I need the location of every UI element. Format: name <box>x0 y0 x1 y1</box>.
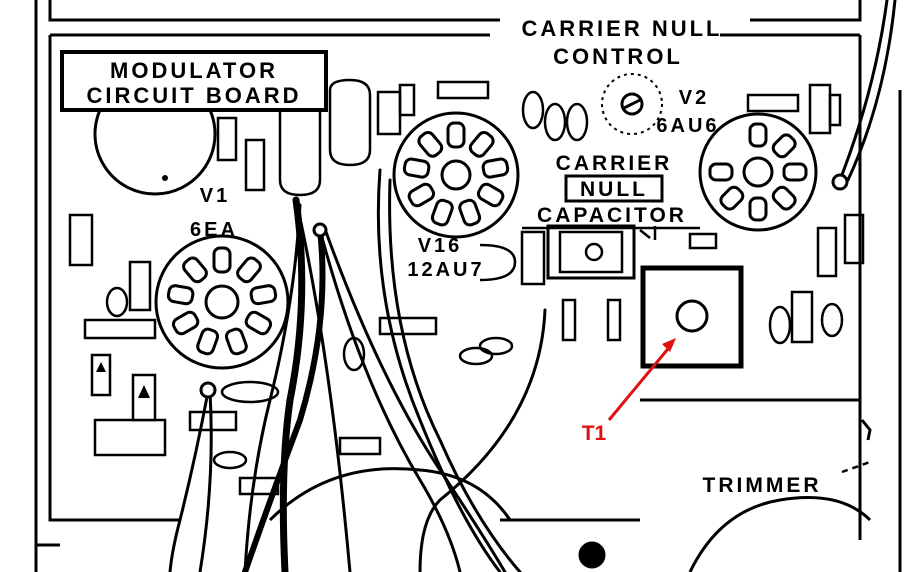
trimmer-pointer <box>841 460 871 474</box>
diodes <box>90 353 157 422</box>
carrier-null-control-line2: CONTROL <box>553 44 683 69</box>
v16-tube-socket <box>392 111 520 239</box>
carrier-null-control-line1: CARRIER NULL <box>522 16 723 41</box>
v2-name: V2 <box>679 87 709 109</box>
wiring <box>168 0 897 572</box>
v16-type: 12AU7 <box>407 259 484 281</box>
electrolytic-capacitor <box>93 109 217 196</box>
trimmer-label: TRIMMER <box>703 474 822 497</box>
wire-terminal <box>312 222 328 238</box>
t1-callout: T1 <box>582 338 676 445</box>
v2-type: 6AU6 <box>656 115 719 137</box>
v1-tube-socket <box>154 234 290 370</box>
carrier-null-cap-line3: CAPACITOR <box>537 204 687 227</box>
t1-transformer <box>640 265 744 369</box>
carrier-null-control-label: CARRIER NULL CONTROL <box>522 16 723 69</box>
carrier-null-cap-line2: NULL <box>580 178 648 201</box>
capacitor-dot <box>162 175 168 181</box>
chassis-frame <box>34 0 902 572</box>
board-components <box>68 78 865 496</box>
modulator-board-label: MODULATOR CIRCUIT BOARD <box>60 50 328 112</box>
carrier-null-capacitor-label: CARRIER NULL CAPACITOR <box>522 152 700 230</box>
wire-terminal <box>199 381 217 399</box>
v16-name: V16 <box>418 235 463 257</box>
v1-type: 6EA <box>190 219 238 241</box>
lower-assembly <box>268 419 872 572</box>
wire-terminal <box>831 173 849 191</box>
v2-tube-socket <box>698 112 818 232</box>
carrier-null-cap-line1: CARRIER <box>556 152 673 175</box>
v1-name: V1 <box>200 185 230 207</box>
carrier-null-control-pot <box>601 73 663 135</box>
modulator-board-line1: MODULATOR <box>110 58 278 83</box>
t1-callout-label: T1 <box>582 422 607 445</box>
modulator-board-line2: CIRCUIT BOARD <box>87 83 302 108</box>
